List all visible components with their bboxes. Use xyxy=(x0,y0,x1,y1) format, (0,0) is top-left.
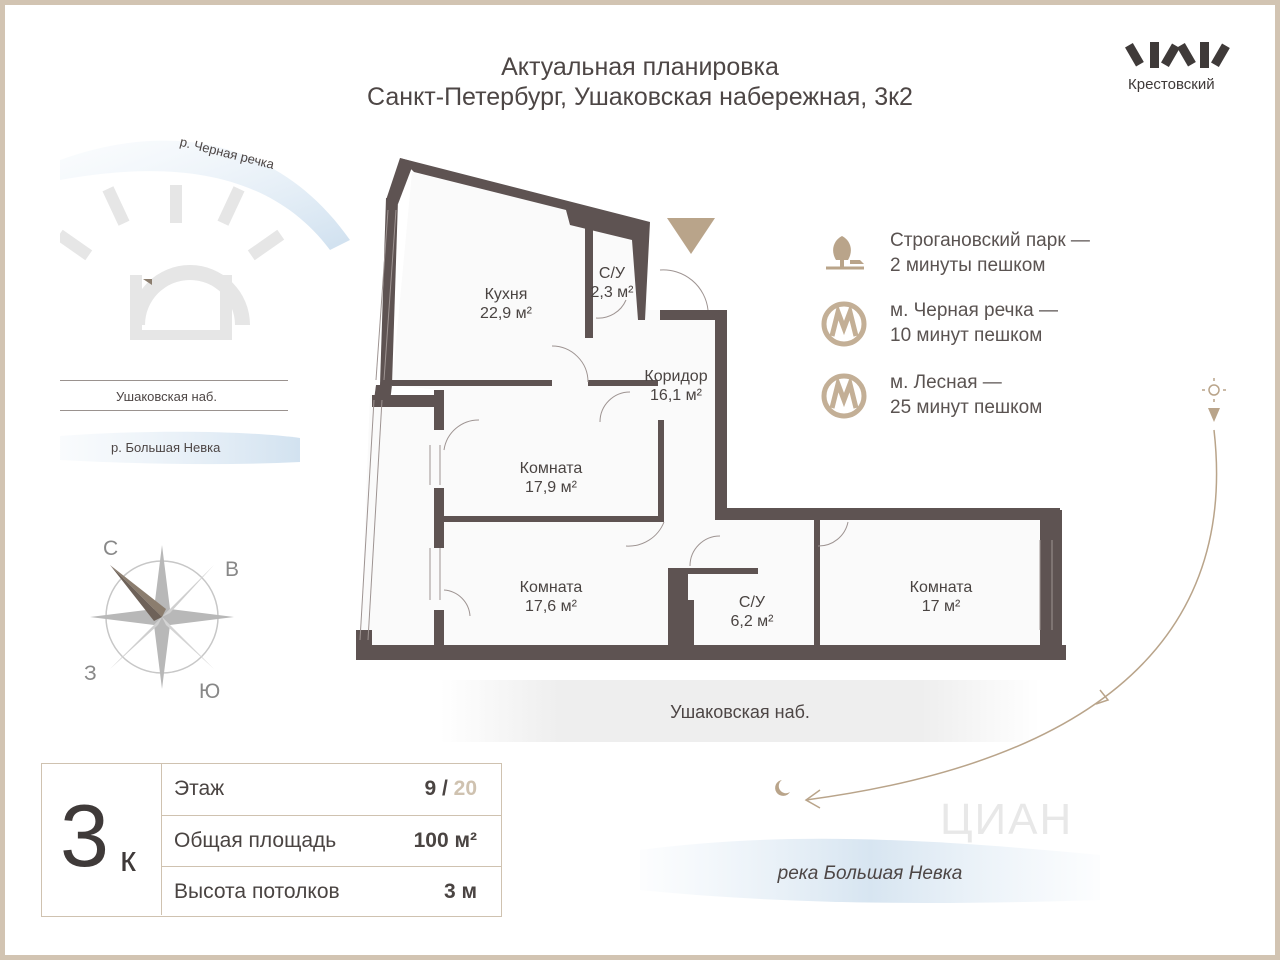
compass-east: В xyxy=(225,558,240,581)
poi-metro-chernaya: м. Черная речка — 10 минут пешком xyxy=(820,300,1150,360)
metro-icon xyxy=(821,301,867,347)
watermark: ЦИАН xyxy=(940,795,1074,844)
park-icon xyxy=(826,236,864,270)
room-kitchen: Кухня 22,9 м² xyxy=(480,286,532,322)
river-bottom: река Большая Невка xyxy=(640,830,1100,905)
poi-metro-chernaya-line1: м. Черная речка — xyxy=(890,300,1059,321)
river-left-label: р. Большая Невка xyxy=(111,440,221,455)
height-row: Высота потолков 3 м xyxy=(162,866,501,917)
room-bedroom-2: Комната 17,6 м² xyxy=(519,579,583,615)
sun-trajectory xyxy=(775,378,1226,809)
embankment-bottom: Ушаковская наб. xyxy=(440,680,1040,742)
floor-row: Этаж 9 / 20 xyxy=(162,764,501,815)
compass-icon xyxy=(90,545,234,689)
poi-park-line1: Строгановский парк — xyxy=(890,230,1090,251)
poi-metro-lesnaya-line1: м. Лесная — xyxy=(890,372,1002,393)
poi-park-line2: 2 минуты пешком xyxy=(890,255,1046,276)
entrance-marker-icon xyxy=(667,218,715,254)
embankment-bottom-label: Ушаковская наб. xyxy=(670,702,810,722)
compass-west: З xyxy=(84,662,97,685)
floor-value: 9 / 20 xyxy=(424,777,477,800)
logo-icon xyxy=(1125,42,1230,68)
sunrise-icon xyxy=(60,185,285,340)
river-left xyxy=(60,431,300,465)
river-top xyxy=(60,140,350,250)
poi-metro-lesnaya-line2: 25 минут пешком xyxy=(890,397,1043,418)
title: Актуальная планировка xyxy=(501,53,779,81)
poi-metro-chernaya-line2: 10 минут пешком xyxy=(890,325,1043,346)
road-line-bottom xyxy=(60,410,288,411)
logo-text: Крестовский xyxy=(1128,76,1215,93)
floor-label: Этаж xyxy=(174,777,225,800)
room-bathroom-large: С/У 6,2 м² xyxy=(730,594,774,630)
poi-park: Строгановский парк — 2 минуты пешком xyxy=(820,230,1150,290)
poi-metro-lesnaya: м. Лесная — 25 минут пешком xyxy=(820,372,1150,432)
address: Санкт-Петербург, Ушаковская набережная, … xyxy=(367,83,913,111)
compass-south: Ю xyxy=(199,680,221,703)
rooms-count: 3 к xyxy=(42,764,162,915)
room-bedroom-1: Комната 17,9 м² xyxy=(519,460,583,496)
river-bottom-water xyxy=(640,838,1100,903)
room-corridor: Коридор 16,1 м² xyxy=(644,368,708,404)
road-line-top xyxy=(60,380,288,381)
page-title: Актуальная планировка Санкт-Петербург, У… xyxy=(290,52,990,112)
metro-icon xyxy=(821,373,867,419)
area-row: Общая площадь 100 м² xyxy=(162,815,501,866)
height-value: 3 м xyxy=(443,880,477,903)
apartment-info-table: 3 к Этаж 9 / 20 Общая площадь 100 м² Выс… xyxy=(41,763,502,917)
embankment-left-label: Ушаковская наб. xyxy=(116,389,217,404)
compass-north: С xyxy=(103,537,119,560)
area-label: Общая площадь xyxy=(174,829,337,852)
area-value: 100 м² xyxy=(413,829,477,852)
height-label: Высота потолков xyxy=(174,880,340,903)
room-bedroom-3: Комната 17 м² xyxy=(909,579,973,615)
room-bathroom-small: С/У 2,3 м² xyxy=(590,265,634,301)
rooms-number: 3 xyxy=(60,786,109,885)
rooms-suffix: к xyxy=(120,838,136,879)
river-bottom-label: река Большая Невка xyxy=(777,863,963,884)
